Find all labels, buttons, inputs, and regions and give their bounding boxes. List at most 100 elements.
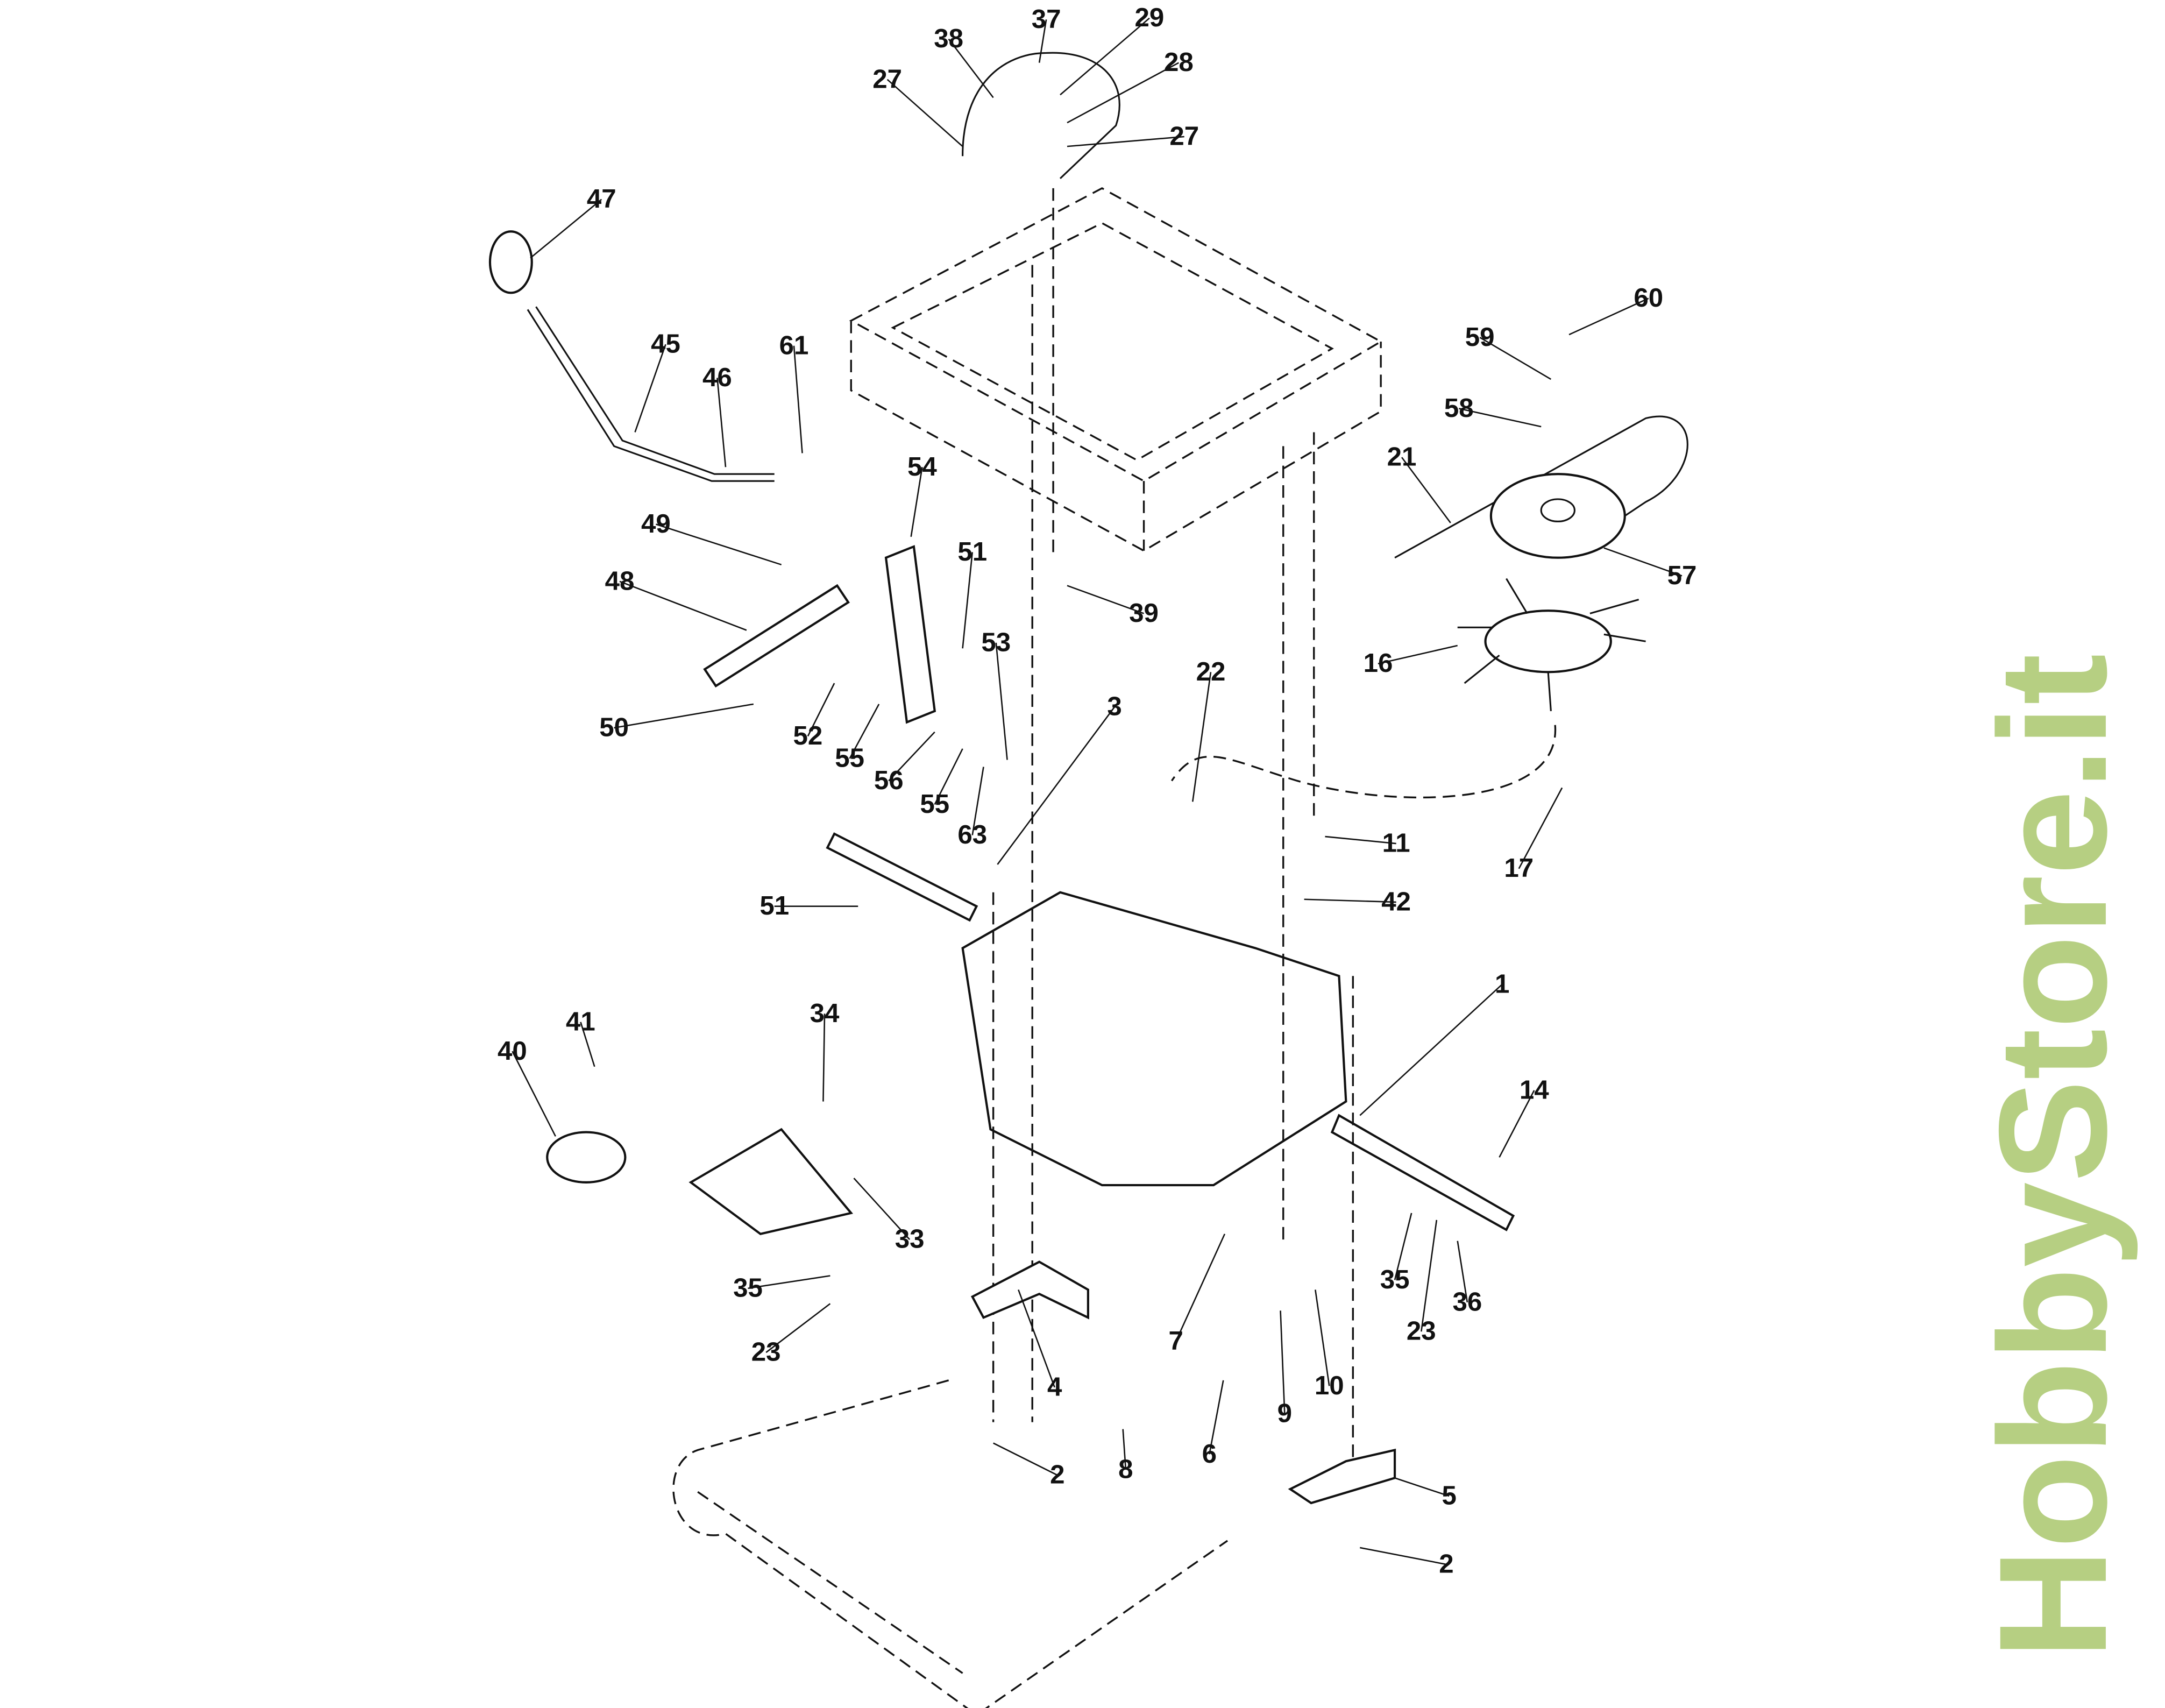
leader-line [748,1275,830,1289]
callout-label: 41 [566,1007,595,1036]
fan-routing [1170,725,1556,799]
callout-label: 49 [641,509,671,538]
leader-line [1568,297,1649,336]
callout-label: 4 [1047,1372,1062,1401]
leader-line [793,345,803,453]
axle-left [826,832,978,922]
leader-lines [512,17,1683,1565]
leader-line [993,1442,1058,1476]
leader-line [1122,1429,1127,1470]
leader-line [1360,1547,1447,1565]
parts-drawing [488,52,1688,1708]
callout-label: 63 [957,820,987,849]
bracket-5 [1288,1448,1396,1505]
seat-bracket [962,52,1120,179]
leader-line [971,767,984,835]
leader-line [580,1022,595,1067]
frame-inner [891,222,1334,462]
callout-label: 40 [498,1036,527,1066]
leader-line [512,1051,556,1137]
leader-line [853,1178,911,1241]
leader-line [1018,1289,1055,1388]
axle-right [1330,1114,1515,1231]
callout-label: 23 [751,1337,781,1367]
leader-line [1209,1380,1224,1455]
callout-label: 23 [1407,1316,1436,1346]
callout-label: 27 [1169,122,1199,151]
leader-line [1067,585,1144,614]
leader-line [934,748,963,805]
callout-label: 10 [1315,1371,1344,1400]
leader-line [634,344,666,433]
tow-handle [672,1379,1229,1708]
callout-label: 42 [1381,887,1411,916]
callout-label: 51 [759,891,789,920]
shift-lever [527,306,775,482]
leader-line [1603,547,1683,577]
shift-knob [488,230,533,294]
leader-line [849,704,880,759]
callout-label: 34 [810,998,840,1028]
leader-line [1304,898,1396,903]
callout-label: 5 [1442,1481,1456,1511]
leader-line [530,199,602,259]
frame-outline [849,187,1383,552]
leader-line [1067,62,1179,124]
callout-label: 7 [1168,1326,1183,1356]
pulley-40 [546,1131,627,1183]
callout-label: 35 [1380,1265,1410,1294]
callout-label: 57 [1667,561,1697,590]
callout-label: 2 [1439,1549,1453,1579]
callout-label: 6 [1202,1439,1217,1469]
leader-line [1401,457,1451,523]
fan-blades [1457,578,1646,711]
callout-label: 58 [1444,393,1474,423]
leader-line [716,378,727,467]
leader-line [822,1014,826,1102]
leader-line [1421,1220,1438,1332]
leader-line [1315,1289,1330,1386]
leader-line [1060,17,1150,96]
leader-line [962,552,974,649]
callout-label: 33 [895,1224,925,1254]
callout-label: 52 [793,721,823,750]
callout-label: 55 [920,789,949,819]
leader-line [1479,337,1552,380]
callout-label: 37 [1032,4,1061,34]
callout-label: 39 [1129,598,1159,628]
callout-label: 56 [874,766,904,795]
leader-line [910,467,923,537]
callout-label: 17 [1504,853,1534,883]
callout-label: 9 [1277,1399,1292,1428]
leader-line [1457,1241,1468,1302]
callout-label: 36 [1452,1287,1482,1316]
leader-line [1378,644,1458,664]
callout-label: 60 [1634,283,1663,313]
leader-line [1175,1234,1226,1342]
bracket-54 [884,545,936,724]
callout-label: 50 [599,712,629,742]
leader-line [1280,1310,1286,1414]
callout-label: 1 [1495,969,1509,998]
leader-line [997,706,1116,865]
callout-label: 27 [872,64,902,94]
callout-label: 38 [934,24,963,53]
callout-label: 53 [981,627,1011,657]
leader-line [888,731,935,782]
callout-label: 55 [835,743,864,773]
callout-label: 16 [1364,648,1393,678]
leader-line [948,38,994,98]
link-48 [703,584,850,688]
leader-line [1459,408,1542,428]
leader-line [1359,983,1503,1116]
leader-line [1038,19,1047,63]
guide-lines [992,188,1354,1478]
watermark: HobbyStore.it [1968,654,2139,1659]
leader-line [1499,1090,1535,1158]
callout-label: 11 [1382,828,1410,858]
bracket-4 [970,1260,1089,1320]
callout-label: 14 [1520,1075,1549,1104]
callout-label: 29 [1135,3,1165,32]
pulley-hub [1540,498,1575,522]
